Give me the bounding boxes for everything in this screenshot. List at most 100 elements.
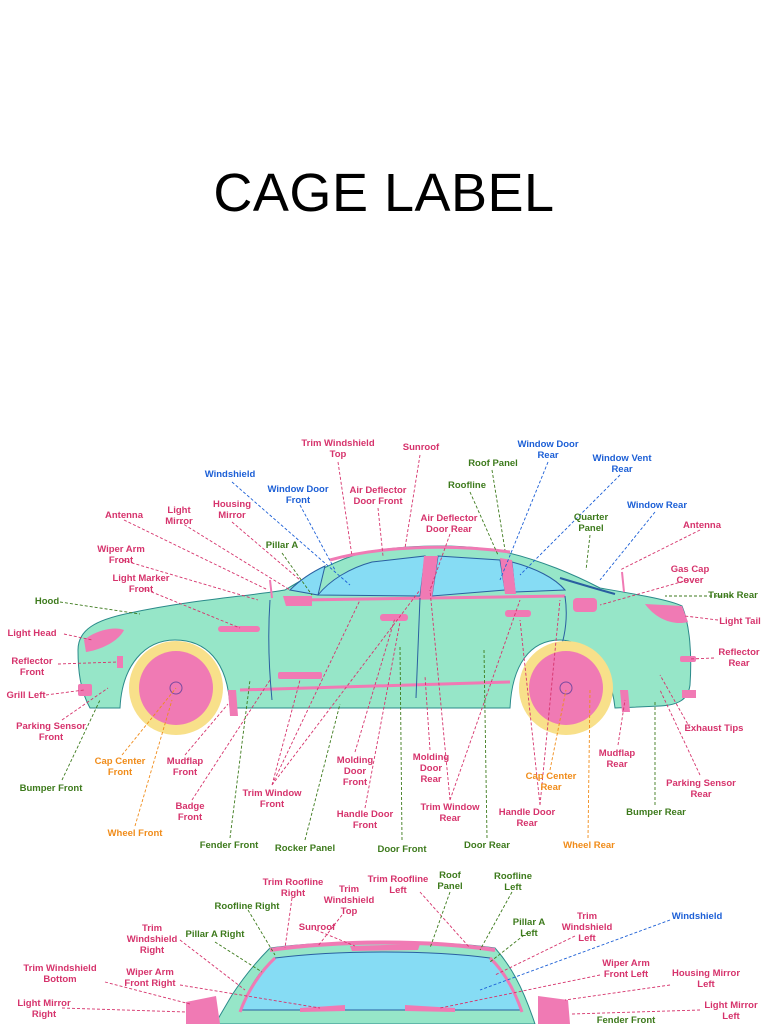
label-hood: Hood [35,596,59,607]
label-windshield-2: Windshield [672,911,723,922]
exhaust-shape [682,690,696,698]
mudflap-front-shape [228,690,238,716]
front-windshield [239,951,523,1011]
label-pillar-a: Pillar A [266,540,299,551]
label-antenna-front: Antenna [105,510,144,521]
label-fender-front-2: Fender Front [597,1015,656,1024]
pillar-b [420,556,438,598]
cap-front [169,681,183,695]
label-roofline: Roofline [448,480,486,491]
label-trunk-rear: Trunk Rear [708,590,758,601]
molding-shape [278,672,322,679]
label-door-rear: Door Rear [464,840,510,851]
front-leader-lines [61,891,701,1015]
label-sunroof: Sunroof [403,442,440,453]
front-mirror-right [186,996,220,1024]
mudflap-rear-shape [620,690,630,712]
label-windshield: Windshield [205,469,256,480]
front-sunroof [350,944,420,951]
trim-window-strip [299,594,566,602]
reflector-front-shape [117,656,123,668]
label-bumper-front: Bumper Front [20,783,84,794]
label-bumper-rear: Bumper Rear [626,807,686,818]
front-pillar-left [238,956,277,1013]
label-antenna-rear: Antenna [683,520,722,531]
label-pillar-a-right: Pillar A Right [186,929,246,940]
label-roof-panel: Roof Panel [468,458,518,469]
front-view-car [186,940,570,1024]
side-view-car [77,545,696,735]
label-sunroof-2: Sunroof [299,922,336,933]
cap-rear [559,681,573,695]
label-rocker-panel: Rocker Panel [275,843,335,854]
window-rear-trim [559,577,616,595]
page-title: CAGE LABEL [213,163,555,223]
gas-cap-shape [573,598,597,612]
grill-left-shape [78,684,92,696]
light-marker-shape [218,626,260,632]
label-wheel-front: Wheel Front [108,828,164,839]
side-leader-lines [45,454,732,841]
label-door-front: Door Front [377,844,427,855]
window-vent-glass [511,561,567,593]
light-head-shape [84,628,124,652]
front-roof-trim [269,940,496,952]
label-fender-front: Fender Front [200,840,259,851]
label-grill-left: Grill Left [6,690,46,701]
antenna-front-shape [269,579,273,599]
wheel-rear-rim [529,651,603,725]
windshield-glass [288,565,326,596]
reflector-rear-shape [680,656,696,662]
label-wheel-rear: Wheel Rear [563,840,615,851]
label-light-tail: Light Tail [719,616,761,627]
antenna-rear-shape [621,571,625,593]
label-exhaust-tips: Exhaust Tips [685,723,744,734]
label-light-head: Light Head [7,628,56,639]
front-wipers [300,1005,455,1012]
roofline-trim [329,545,511,562]
front-mirror-left [538,996,570,1024]
front-pillar-right [488,956,524,1013]
housing-mirror-shape [283,596,312,606]
label-window-rear: Window Rear [627,500,687,511]
